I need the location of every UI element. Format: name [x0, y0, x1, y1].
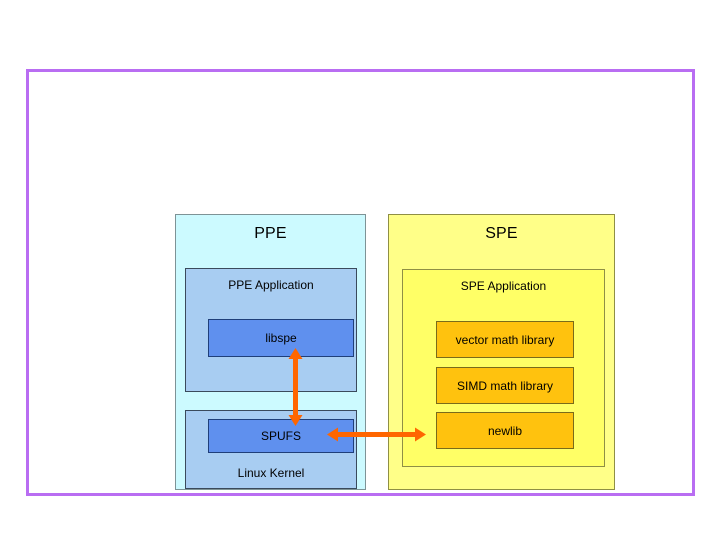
spufs-spe-application-arrow-icon: [327, 427, 426, 442]
ppe-panel-title: PPE: [254, 225, 287, 242]
libspe-box: libspe: [208, 319, 354, 357]
ppe-application-title: PPE Application: [228, 278, 314, 292]
spe-application-title: SPE Application: [460, 279, 547, 293]
spe-library-box-newlib: newlib: [436, 412, 574, 449]
spe-panel-title: SPE: [485, 225, 518, 242]
spe-library-box-simd-math: SIMD math library: [436, 367, 574, 404]
ppe-panel: PPE PPE Application libspe SPUFS Linux K…: [175, 214, 366, 490]
diagram-outer-frame: PPE PPE Application libspe SPUFS Linux K…: [26, 69, 695, 496]
ppe-application-block: PPE Application libspe: [185, 268, 357, 392]
spe-application-block: SPE Application vector math library SIMD…: [402, 269, 605, 467]
linux-kernel-title: Linux Kernel: [237, 466, 305, 480]
spe-library-box-vector-math: vector math library: [436, 321, 574, 358]
linux-kernel-block: SPUFS Linux Kernel: [185, 410, 357, 489]
spe-panel: SPE SPE Application vector math library …: [388, 214, 615, 490]
libspe-spufs-arrow-icon: [288, 348, 303, 426]
